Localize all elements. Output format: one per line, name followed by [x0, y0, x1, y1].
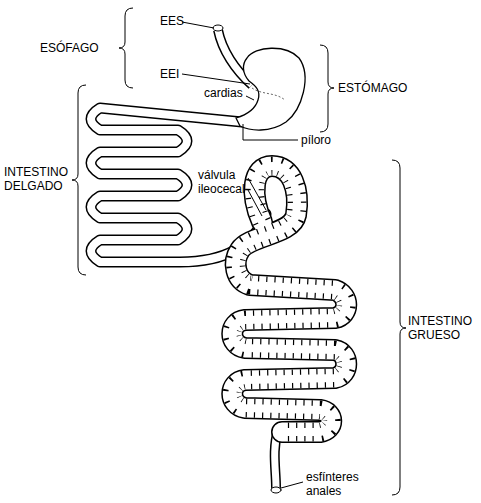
bracket: [72, 85, 86, 275]
leader-line: [281, 482, 303, 488]
stomach: [236, 48, 305, 130]
region-heading: INTESTINO GRUESO: [408, 314, 480, 342]
part-label: EEI: [160, 67, 190, 81]
leader-line: [243, 124, 298, 140]
bracket: [392, 160, 406, 495]
colon-center: [232, 166, 346, 432]
leader-line: [248, 190, 262, 216]
part-label: cardias: [204, 86, 254, 100]
bracket: [119, 8, 133, 88]
leader-line: [182, 74, 250, 84]
colon-lumen: [232, 166, 346, 432]
part-label: válvula ileocecal: [198, 168, 254, 196]
region-heading: ESÓFAGO: [40, 41, 120, 55]
bracket: [320, 45, 334, 132]
leader-line: [246, 96, 254, 100]
part-label: EES: [160, 14, 190, 28]
region-heading: ESTÓMAGO: [338, 81, 418, 95]
colon-outline: [232, 166, 346, 432]
region-heading: INTESTINO DELGADO: [4, 165, 76, 193]
leader-line: [182, 22, 214, 28]
upper-sphincter: [213, 25, 223, 31]
part-label: píloro: [301, 133, 351, 147]
anal-sphincter: [271, 487, 281, 493]
stomach-fold: [252, 88, 285, 100]
large-intestine: [232, 166, 346, 493]
colon-haustra: [232, 166, 346, 432]
part-label: esfínteres anales: [306, 470, 368, 498]
leader-lines: [182, 22, 303, 488]
